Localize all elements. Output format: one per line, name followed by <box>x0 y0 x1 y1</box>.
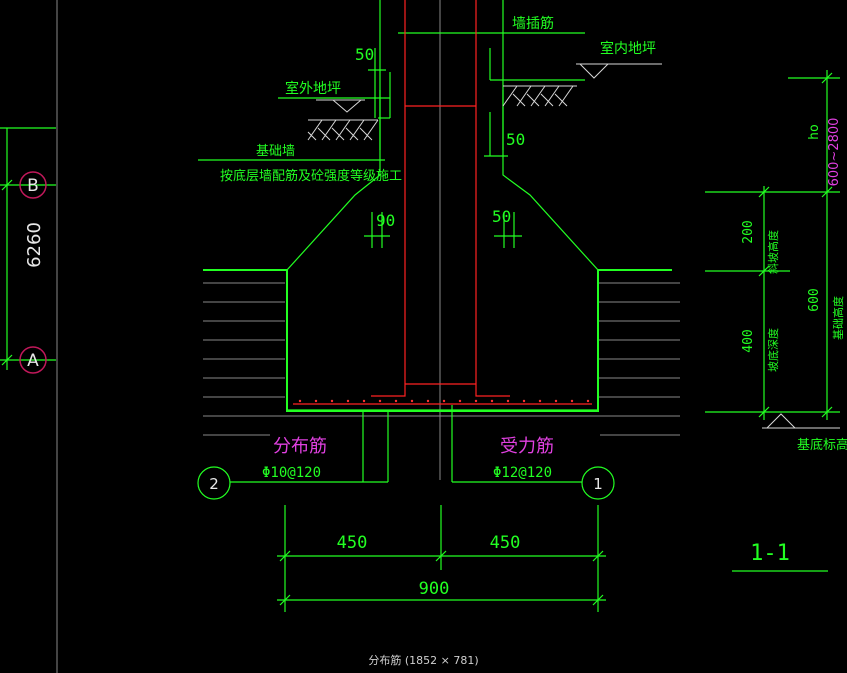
ground-hatch-symbols <box>307 63 662 141</box>
base-elevation-label: 基底标高 <box>797 437 847 453</box>
footing-outline <box>198 0 672 412</box>
dim-90: 90 <box>376 211 395 230</box>
rebar-dots <box>298 399 590 403</box>
section-mark: 1-1 <box>732 541 828 572</box>
axis-b-label: B <box>27 176 39 196</box>
right-elevation-dimensions: ho 600~2800 200 斜坡高度 400 坡底深度 600 基础高度 基… <box>705 70 847 453</box>
axis-b-circle <box>19 171 47 199</box>
soil-hatch <box>203 282 680 436</box>
small-dimension-ticks <box>364 69 522 248</box>
axis-a-circle <box>19 346 47 374</box>
main-bar-label: 受力筋 <box>500 436 554 457</box>
dim-450-right: 450 <box>490 533 521 553</box>
dim-600: 600 <box>807 288 822 311</box>
dim-450-left: 450 <box>337 533 368 553</box>
callout-2-spec: Φ10@120 <box>262 465 321 481</box>
axis-a-label: A <box>27 351 39 371</box>
distribution-bar-label: 分布筋 <box>273 436 327 457</box>
foundation-wall-label: 基础墙 <box>256 144 295 159</box>
dim-900: 900 <box>419 579 450 599</box>
dim-ho: ho <box>807 124 822 140</box>
plan-dimension-6260: 6260 <box>24 222 45 268</box>
image-caption: 分布筋 (1852 × 781) <box>368 654 479 667</box>
callout-1: 1 Φ12@120 <box>451 405 615 500</box>
dim-200: 200 <box>741 220 756 243</box>
callout-2: 2 Φ10@120 <box>197 410 389 500</box>
callout-2-number: 2 <box>209 475 219 493</box>
dim-400: 400 <box>741 329 756 352</box>
callout-1-spec: Φ12@120 <box>493 465 552 481</box>
wall-rebar-label: 墙插筋 <box>512 15 554 32</box>
bottom-dimensions: 450 450 900 <box>277 505 606 612</box>
section-mark-label: 1-1 <box>750 541 790 566</box>
dim-50-top: 50 <box>355 45 374 64</box>
callout-1-number: 1 <box>593 475 603 493</box>
dim-range: 600~2800 <box>827 118 842 187</box>
wall-rebar <box>293 0 592 405</box>
base-height-label: 基础高度 <box>831 296 845 340</box>
dim-50-right: 50 <box>506 130 525 149</box>
left-plan-strip: B A 6260 <box>0 0 58 673</box>
indoor-floor-label: 室内地坪 <box>600 40 656 57</box>
outdoor-floor-label: 室外地坪 <box>285 80 341 97</box>
bottom-depth-label: 坡底深度 <box>766 328 780 372</box>
dim-50-lower: 50 <box>492 207 511 226</box>
construction-note: 按底层墙配筋及砼强度等级施工 <box>220 168 402 184</box>
slope-height-label: 斜坡高度 <box>766 230 780 274</box>
